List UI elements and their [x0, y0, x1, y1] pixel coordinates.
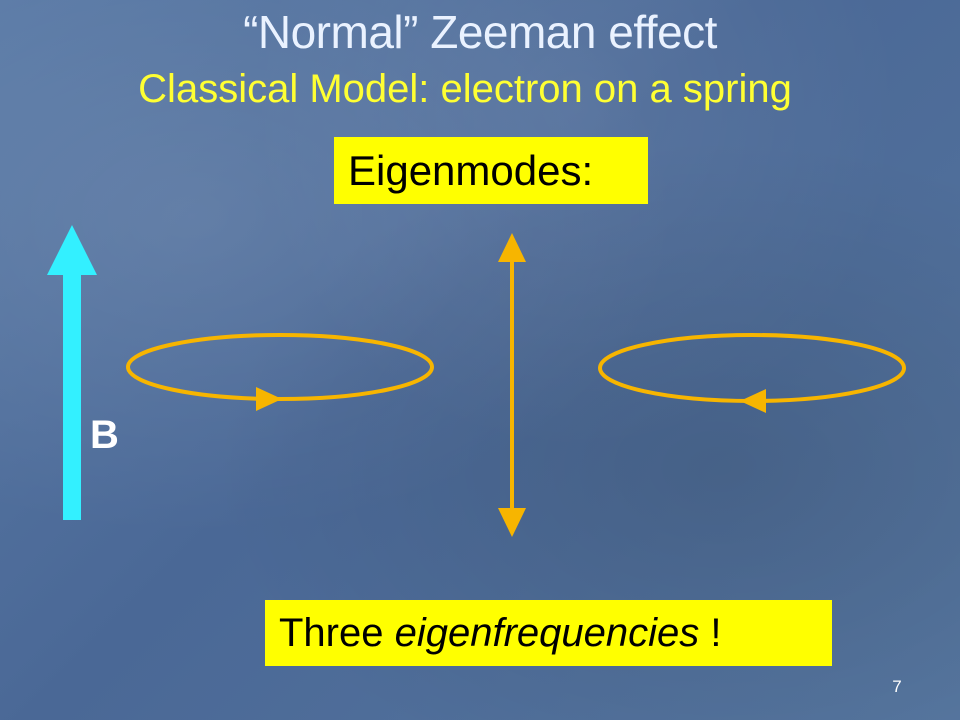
- eigenmodes-label: Eigenmodes:: [348, 147, 594, 194]
- page-number: 7: [892, 677, 902, 696]
- linear-mode: [498, 233, 526, 537]
- eigenmodes-label-box: Eigenmodes:: [334, 137, 648, 204]
- conclusion-prefix: Three: [279, 611, 395, 655]
- field-arrow-shaft: [63, 272, 81, 520]
- right-circular-mode: [598, 333, 906, 413]
- right-orbit-arrowhead: [740, 389, 766, 413]
- field-label: B: [90, 413, 119, 457]
- conclusion-suffix: !: [699, 611, 722, 655]
- right-orbit-ellipse: [598, 333, 906, 403]
- left-orbit-ellipse: [126, 333, 434, 401]
- left-circular-mode: [126, 333, 434, 411]
- slide-title: “Normal” Zeeman effect: [243, 6, 717, 58]
- conclusion-italic: eigenfrequencies: [394, 611, 700, 655]
- linear-mode-arrowhead-top: [498, 233, 526, 262]
- left-orbit-arrowhead: [256, 387, 282, 411]
- slide-subtitle: Classical Model: electron on a spring: [138, 67, 792, 111]
- field-arrow-head: [47, 225, 97, 275]
- magnetic-field-arrow: [47, 225, 97, 520]
- conclusion-box: Three eigenfrequencies !: [265, 600, 832, 666]
- linear-mode-arrowhead-bottom: [498, 508, 526, 537]
